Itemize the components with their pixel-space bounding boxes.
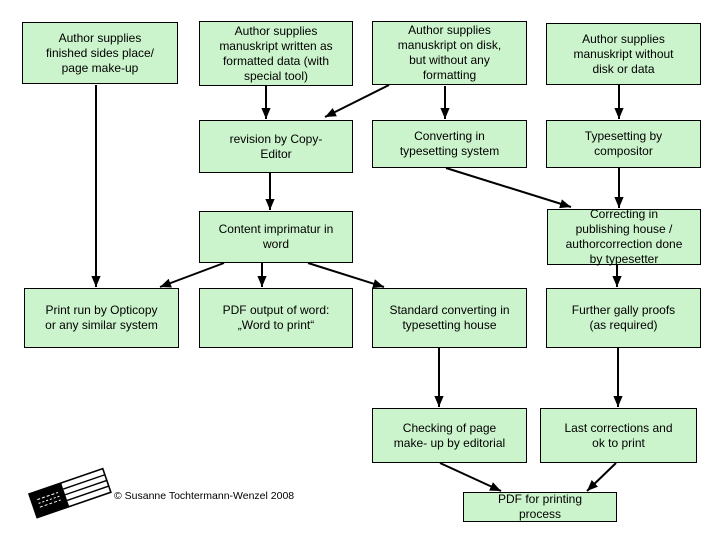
flow-node-revision-copy-editor: revision by Copy- Editor	[199, 120, 353, 173]
flow-node-correcting-publishing-house: Correcting in publishing house / authorc…	[547, 207, 701, 266]
edge-content-imprimatur-to-standard-converting	[307, 262, 385, 289]
flow-node-standard-converting: Standard converting in typesetting house	[372, 288, 527, 348]
edge-content-imprimatur-to-print-run-opticopy	[159, 262, 225, 288]
flow-node-content-imprimatur: Content imprimatur in word	[199, 211, 353, 263]
edge-author-disk-unformatted-to-revision-copy-editor	[324, 84, 390, 118]
copyright-text: © Susanne Tochtermann-Wenzel 2008	[114, 490, 295, 502]
edge-converting-typesetting-to-correcting-publishing-house	[445, 167, 572, 209]
flow-node-typesetting-compositor: Typesetting by compositor	[546, 120, 701, 168]
flow-node-further-gally-proofs: Further gally proofs (as required)	[546, 288, 701, 348]
flow-node-author-no-disk: Author supplies manuskript without disk …	[546, 23, 701, 85]
flow-node-pdf-output-word: PDF output of word: „Word to print“	[199, 288, 353, 348]
edge-checking-page-makeup-to-pdf-printing-process	[439, 462, 502, 492]
flow-node-converting-typesetting-system: Converting in typesetting system	[372, 120, 527, 168]
flow-node-checking-page-makeup: Checking of page make- up by editorial	[372, 408, 527, 463]
book-icon	[27, 467, 112, 519]
flow-node-author-disk-unformatted: Author supplies manuskript on disk, but …	[372, 21, 527, 85]
flow-node-author-finished-pages: Author supplies finished sides place/ pa…	[22, 22, 178, 84]
flow-node-pdf-printing-process: PDF for printing process	[463, 492, 617, 522]
flow-node-print-run-opticopy: Print run by Opticopy or any similar sys…	[24, 288, 179, 348]
flow-node-last-corrections: Last corrections and ok to print	[540, 408, 697, 463]
flow-node-author-formatted-data: Author supplies manuskript written as fo…	[199, 21, 353, 86]
edge-last-corrections-to-pdf-printing-process	[586, 462, 617, 492]
